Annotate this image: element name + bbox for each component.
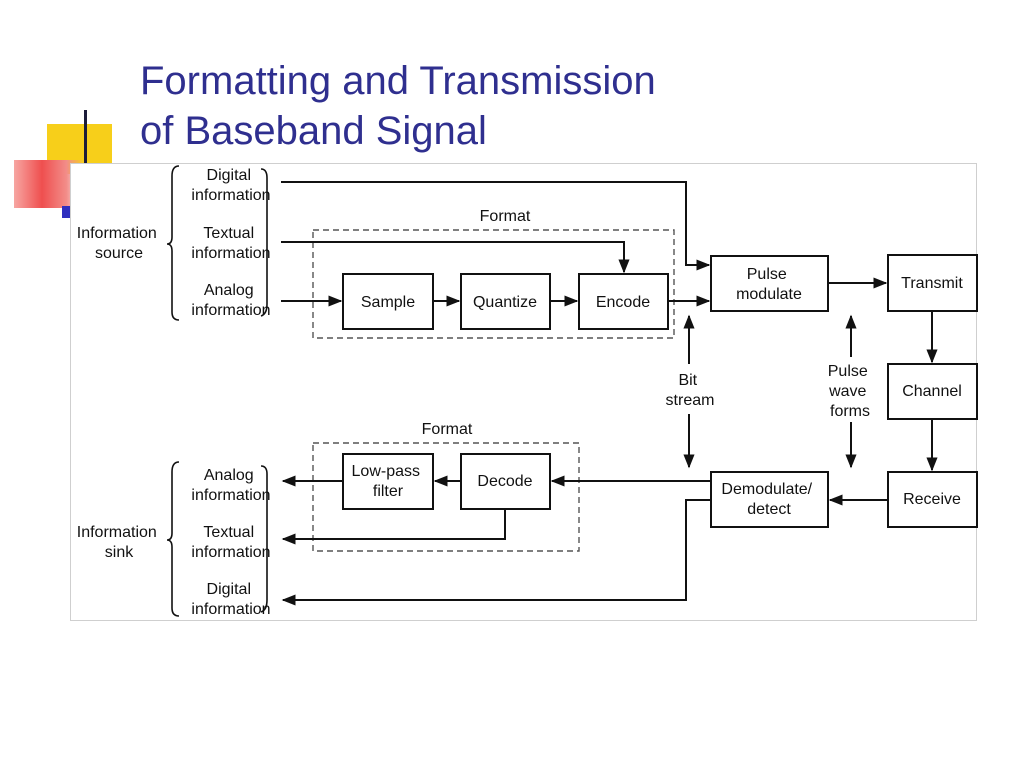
source-digital-label: Digital information [191,167,270,204]
slide-title-line2: of Baseband Signal [140,109,487,153]
slide-title: Formatting and Transmission of Baseband … [140,56,656,156]
sink-group-label: Information sink [77,524,162,561]
source-textual-label: Textual information [191,225,270,262]
encode-label: Encode [596,294,650,311]
quantize-label: Quantize [473,294,537,311]
lowpass-box [342,453,434,510]
receive-box [887,471,978,528]
demodulate-label: Demodulate/ detect [721,481,816,518]
source-brace-right [260,168,268,317]
source-analog-label: Analog information [191,282,270,319]
source-brace-left [166,165,180,321]
diagram-panel: Information source Digital information T… [70,163,978,621]
quantize-box [460,273,551,330]
block-diagram: Information source Digital information T… [77,165,978,618]
digital-out-line [281,499,711,606]
sample-label: Sample [361,294,415,311]
decor-vertical-line [84,110,87,172]
format-group-bottom [312,442,580,552]
lowpass-label: Low-pass filter [352,463,425,500]
digital-in-line [281,181,711,271]
sink-textual-label: Textual information [191,524,270,561]
pulse-modulate-box [710,255,829,312]
format-bottom-label: Format [422,421,473,438]
channel-label: Channel [902,383,962,400]
textual-in-line [281,241,630,274]
sink-brace-left [166,461,180,617]
transmit-label: Transmit [901,275,963,292]
sink-digital-label: Digital information [191,581,270,618]
receive-label: Receive [903,491,961,508]
sink-brace-right [260,465,268,613]
sink-analog-label: Analog information [191,467,270,504]
decode-label: Decode [477,473,532,490]
decode-box [460,453,551,510]
transmit-box [887,254,978,312]
format-group-top [312,229,675,339]
sample-box [342,273,434,330]
format-top-label: Format [480,208,531,225]
textual-out-line [281,509,506,545]
pulse-modulate-label: Pulse modulate [736,266,802,303]
demodulate-box [710,471,829,528]
pulse-waveforms-label: Pulse wave forms [828,363,872,420]
slide-title-line1: Formatting and Transmission [140,59,656,103]
decor-blue-square [62,206,72,218]
source-group-label: Information source [77,225,162,262]
bit-stream-label: Bit stream [666,372,715,409]
